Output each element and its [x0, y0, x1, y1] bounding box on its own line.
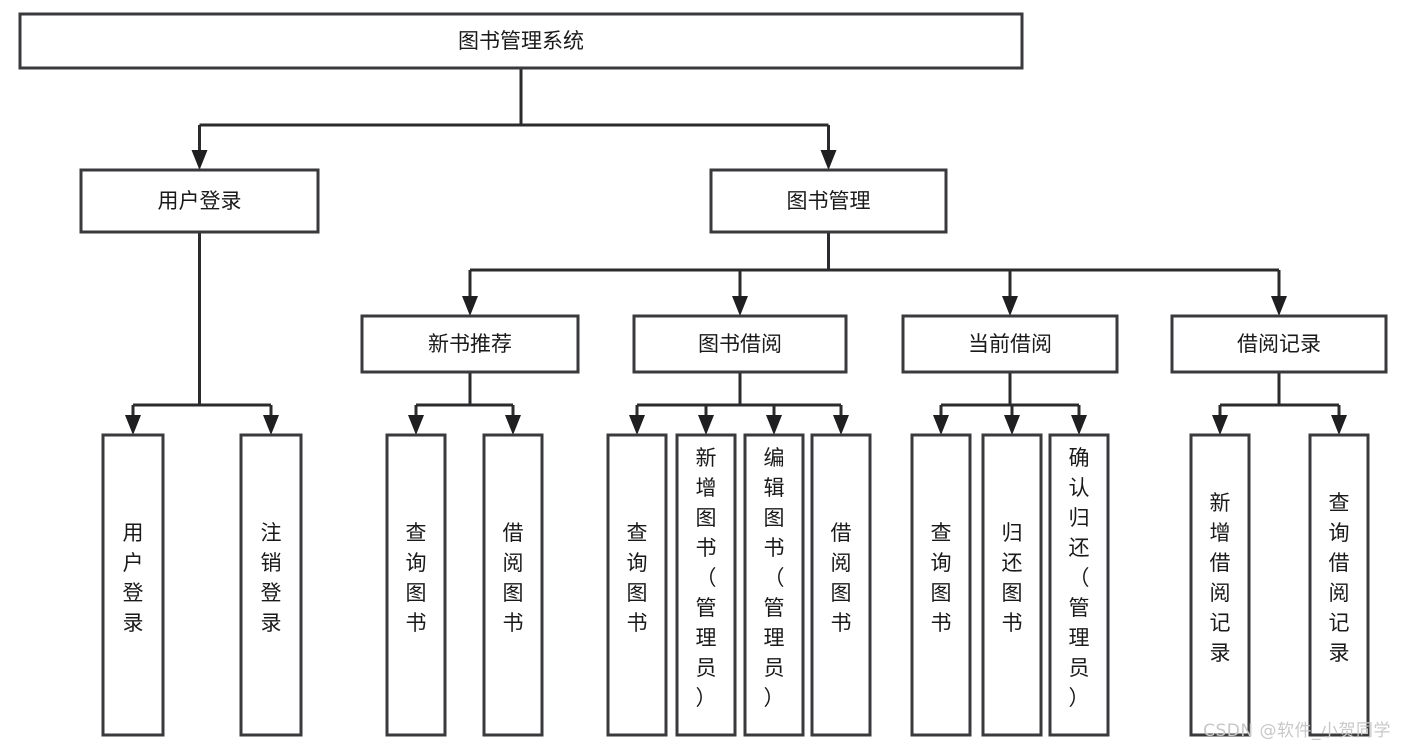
node-box	[79, 168, 320, 234]
node-label: 查询图书	[406, 521, 427, 635]
node-new-book-recommend[interactable]: 新书推荐	[360, 314, 580, 374]
node-box	[482, 433, 544, 737]
nodes-layer: 图书管理系统用户登录用户登录注销登录图书管理新书推荐查询图书借阅图书图书借阅查询…	[18, 12, 1388, 737]
node-book-management[interactable]: 图书管理	[709, 168, 948, 234]
node-label: 用户登录	[123, 521, 144, 635]
node-label: 图书管理	[787, 189, 871, 213]
node-label: 新书推荐	[428, 332, 512, 356]
node-borrow-book-1[interactable]: 借阅图书	[482, 433, 544, 737]
node-box	[1189, 433, 1251, 737]
node-book-borrow[interactable]: 图书借阅	[632, 314, 848, 374]
node-label: 图书借阅	[698, 332, 782, 356]
node-label: 当前借阅	[968, 332, 1052, 356]
node-box	[385, 433, 447, 737]
arrow-head-icon	[263, 415, 279, 435]
node-label: 归还图书	[1002, 521, 1023, 635]
node-box	[709, 168, 948, 234]
node-label: 确认归还（管理员）	[1069, 446, 1090, 710]
node-label: 编辑图书（管理员）	[764, 446, 785, 710]
arrow-head-icon	[408, 415, 424, 435]
node-box	[606, 433, 668, 737]
node-box	[810, 433, 872, 737]
arrow-head-icon	[833, 415, 849, 435]
node-box	[1048, 433, 1110, 737]
arrow-head-icon	[820, 150, 837, 170]
node-box	[239, 433, 303, 737]
node-box	[1308, 433, 1370, 737]
node-user-logout-leaf[interactable]: 注销登录	[239, 433, 303, 737]
node-box	[1170, 314, 1388, 374]
connectors-layer	[125, 68, 1347, 435]
node-box	[743, 433, 805, 737]
arrow-head-icon	[698, 415, 714, 435]
arrow-head-icon	[125, 415, 141, 435]
node-label: 查询图书	[931, 521, 952, 635]
node-borrow-book-2[interactable]: 借阅图书	[810, 433, 872, 737]
node-borrow-records[interactable]: 借阅记录	[1170, 314, 1388, 374]
node-label: 借阅图书	[831, 521, 852, 635]
node-label: 新增借阅记录	[1210, 491, 1231, 665]
node-current-borrow[interactable]: 当前借阅	[901, 314, 1119, 374]
node-label: 用户登录	[158, 189, 242, 213]
arrow-head-icon	[1331, 415, 1347, 435]
node-box	[18, 12, 1024, 70]
arrow-head-icon	[191, 150, 208, 170]
arrow-head-icon	[766, 415, 782, 435]
node-confirm-return-admin[interactable]: 确认归还（管理员）	[1048, 433, 1110, 737]
node-edit-book-admin[interactable]: 编辑图书（管理员）	[743, 433, 805, 737]
node-return-book[interactable]: 归还图书	[981, 433, 1043, 737]
node-query-book-1[interactable]: 查询图书	[385, 433, 447, 737]
node-user-login[interactable]: 用户登录	[79, 168, 320, 234]
watermark-label: CSDN @软件_小贺同学	[1203, 721, 1391, 741]
arrow-head-icon	[505, 415, 521, 435]
arrow-head-icon	[1071, 415, 1087, 435]
node-add-book-admin[interactable]: 新增图书（管理员）	[675, 433, 737, 737]
node-label: 借阅图书	[503, 521, 524, 635]
arrow-head-icon	[629, 415, 645, 435]
arrow-head-icon	[1271, 296, 1287, 316]
node-user-login-leaf[interactable]: 用户登录	[101, 433, 165, 737]
arrow-head-icon	[1002, 296, 1018, 316]
arrow-head-icon	[1004, 415, 1020, 435]
node-query-book-3[interactable]: 查询图书	[910, 433, 972, 737]
node-query-book-2[interactable]: 查询图书	[606, 433, 668, 737]
arrow-head-icon	[1212, 415, 1228, 435]
node-label: 借阅记录	[1237, 332, 1321, 356]
node-label: 图书管理系统	[458, 29, 584, 53]
node-box	[101, 433, 165, 737]
node-box	[632, 314, 848, 374]
node-box	[910, 433, 972, 737]
node-query-borrow-record[interactable]: 查询借阅记录	[1308, 433, 1370, 737]
node-label: 新增图书（管理员）	[696, 446, 717, 710]
node-label: 注销登录	[261, 521, 282, 635]
node-label: 查询图书	[627, 521, 648, 635]
arrow-head-icon	[732, 296, 748, 316]
node-label: 查询借阅记录	[1329, 491, 1350, 665]
arrow-head-icon	[933, 415, 949, 435]
node-add-borrow-record[interactable]: 新增借阅记录	[1189, 433, 1251, 737]
arrow-head-icon	[462, 296, 478, 316]
node-box	[901, 314, 1119, 374]
node-root[interactable]: 图书管理系统	[18, 12, 1024, 70]
node-box	[981, 433, 1043, 737]
node-box	[675, 433, 737, 737]
node-box	[360, 314, 580, 374]
